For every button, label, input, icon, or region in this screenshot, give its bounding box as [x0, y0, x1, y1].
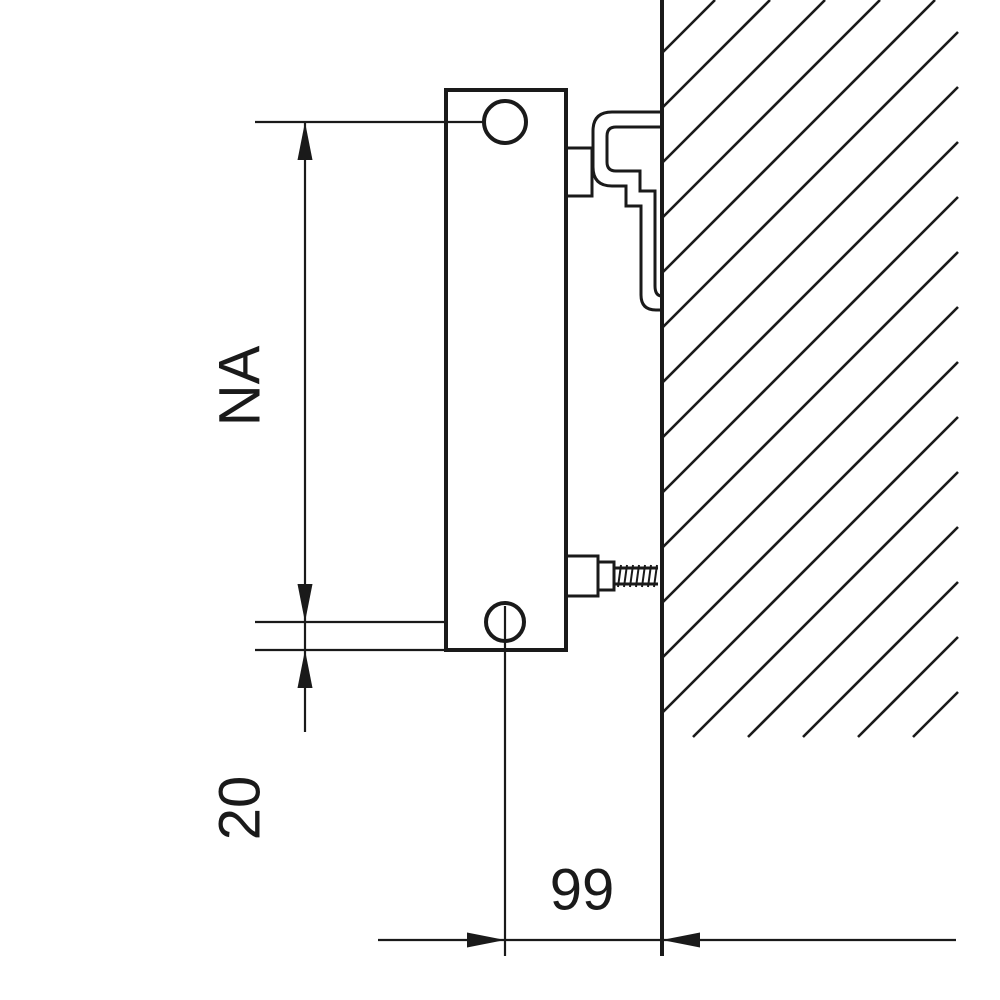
hatch-line — [661, 0, 826, 164]
thread-line — [617, 564, 622, 588]
thread-line — [641, 564, 646, 588]
hatch-line — [661, 141, 959, 439]
hatch-line — [661, 416, 959, 714]
thread-line — [629, 564, 634, 588]
arrow-right-hub-axis — [467, 932, 505, 948]
hatch-line — [692, 471, 959, 738]
hatch-line — [912, 691, 959, 738]
wall-hatching — [661, 0, 959, 738]
radiator-outline — [444, 88, 568, 652]
hatch-line — [661, 361, 959, 659]
bracket-lug — [564, 146, 594, 198]
arrow-up-radiator-bottom — [297, 650, 313, 688]
lower-fixing — [564, 554, 658, 598]
screw-threads — [617, 564, 658, 588]
hatch-line — [661, 31, 959, 329]
arrow-up-top-hub — [297, 122, 313, 160]
thread-line — [623, 564, 628, 588]
dimension-horizontal: 99 — [378, 606, 956, 956]
bracket-outer-contour — [591, 110, 662, 312]
thread-line — [647, 564, 652, 588]
radiator-body — [444, 88, 568, 652]
hatch-line — [661, 196, 959, 494]
hub-distance-label: NA — [208, 345, 273, 426]
hatch-line — [661, 306, 959, 604]
hatch-line — [802, 581, 959, 738]
hatch-line — [661, 0, 881, 219]
arrow-down-bottom-hub — [297, 584, 313, 622]
arrow-left-wall — [662, 932, 700, 948]
thread-line — [653, 564, 658, 588]
top-hub-circle — [482, 99, 528, 145]
bracket-inner-contour — [605, 125, 663, 298]
wall-distance-label: 99 — [550, 858, 615, 923]
hatch-line — [661, 251, 959, 549]
hatch-line — [661, 0, 771, 109]
thread-line — [635, 564, 640, 588]
wall — [660, 0, 959, 956]
hatch-line — [661, 0, 716, 54]
hatch-line — [661, 0, 936, 274]
fixing-block — [564, 554, 600, 598]
screw-head — [596, 560, 616, 592]
dimension-vertical: NA 20 — [208, 120, 484, 841]
hatch-line — [747, 526, 959, 738]
hatch-line — [661, 86, 959, 384]
hatch-line — [857, 636, 959, 738]
mounting-bracket — [564, 110, 663, 312]
bottom-offset-label: 20 — [208, 776, 273, 841]
